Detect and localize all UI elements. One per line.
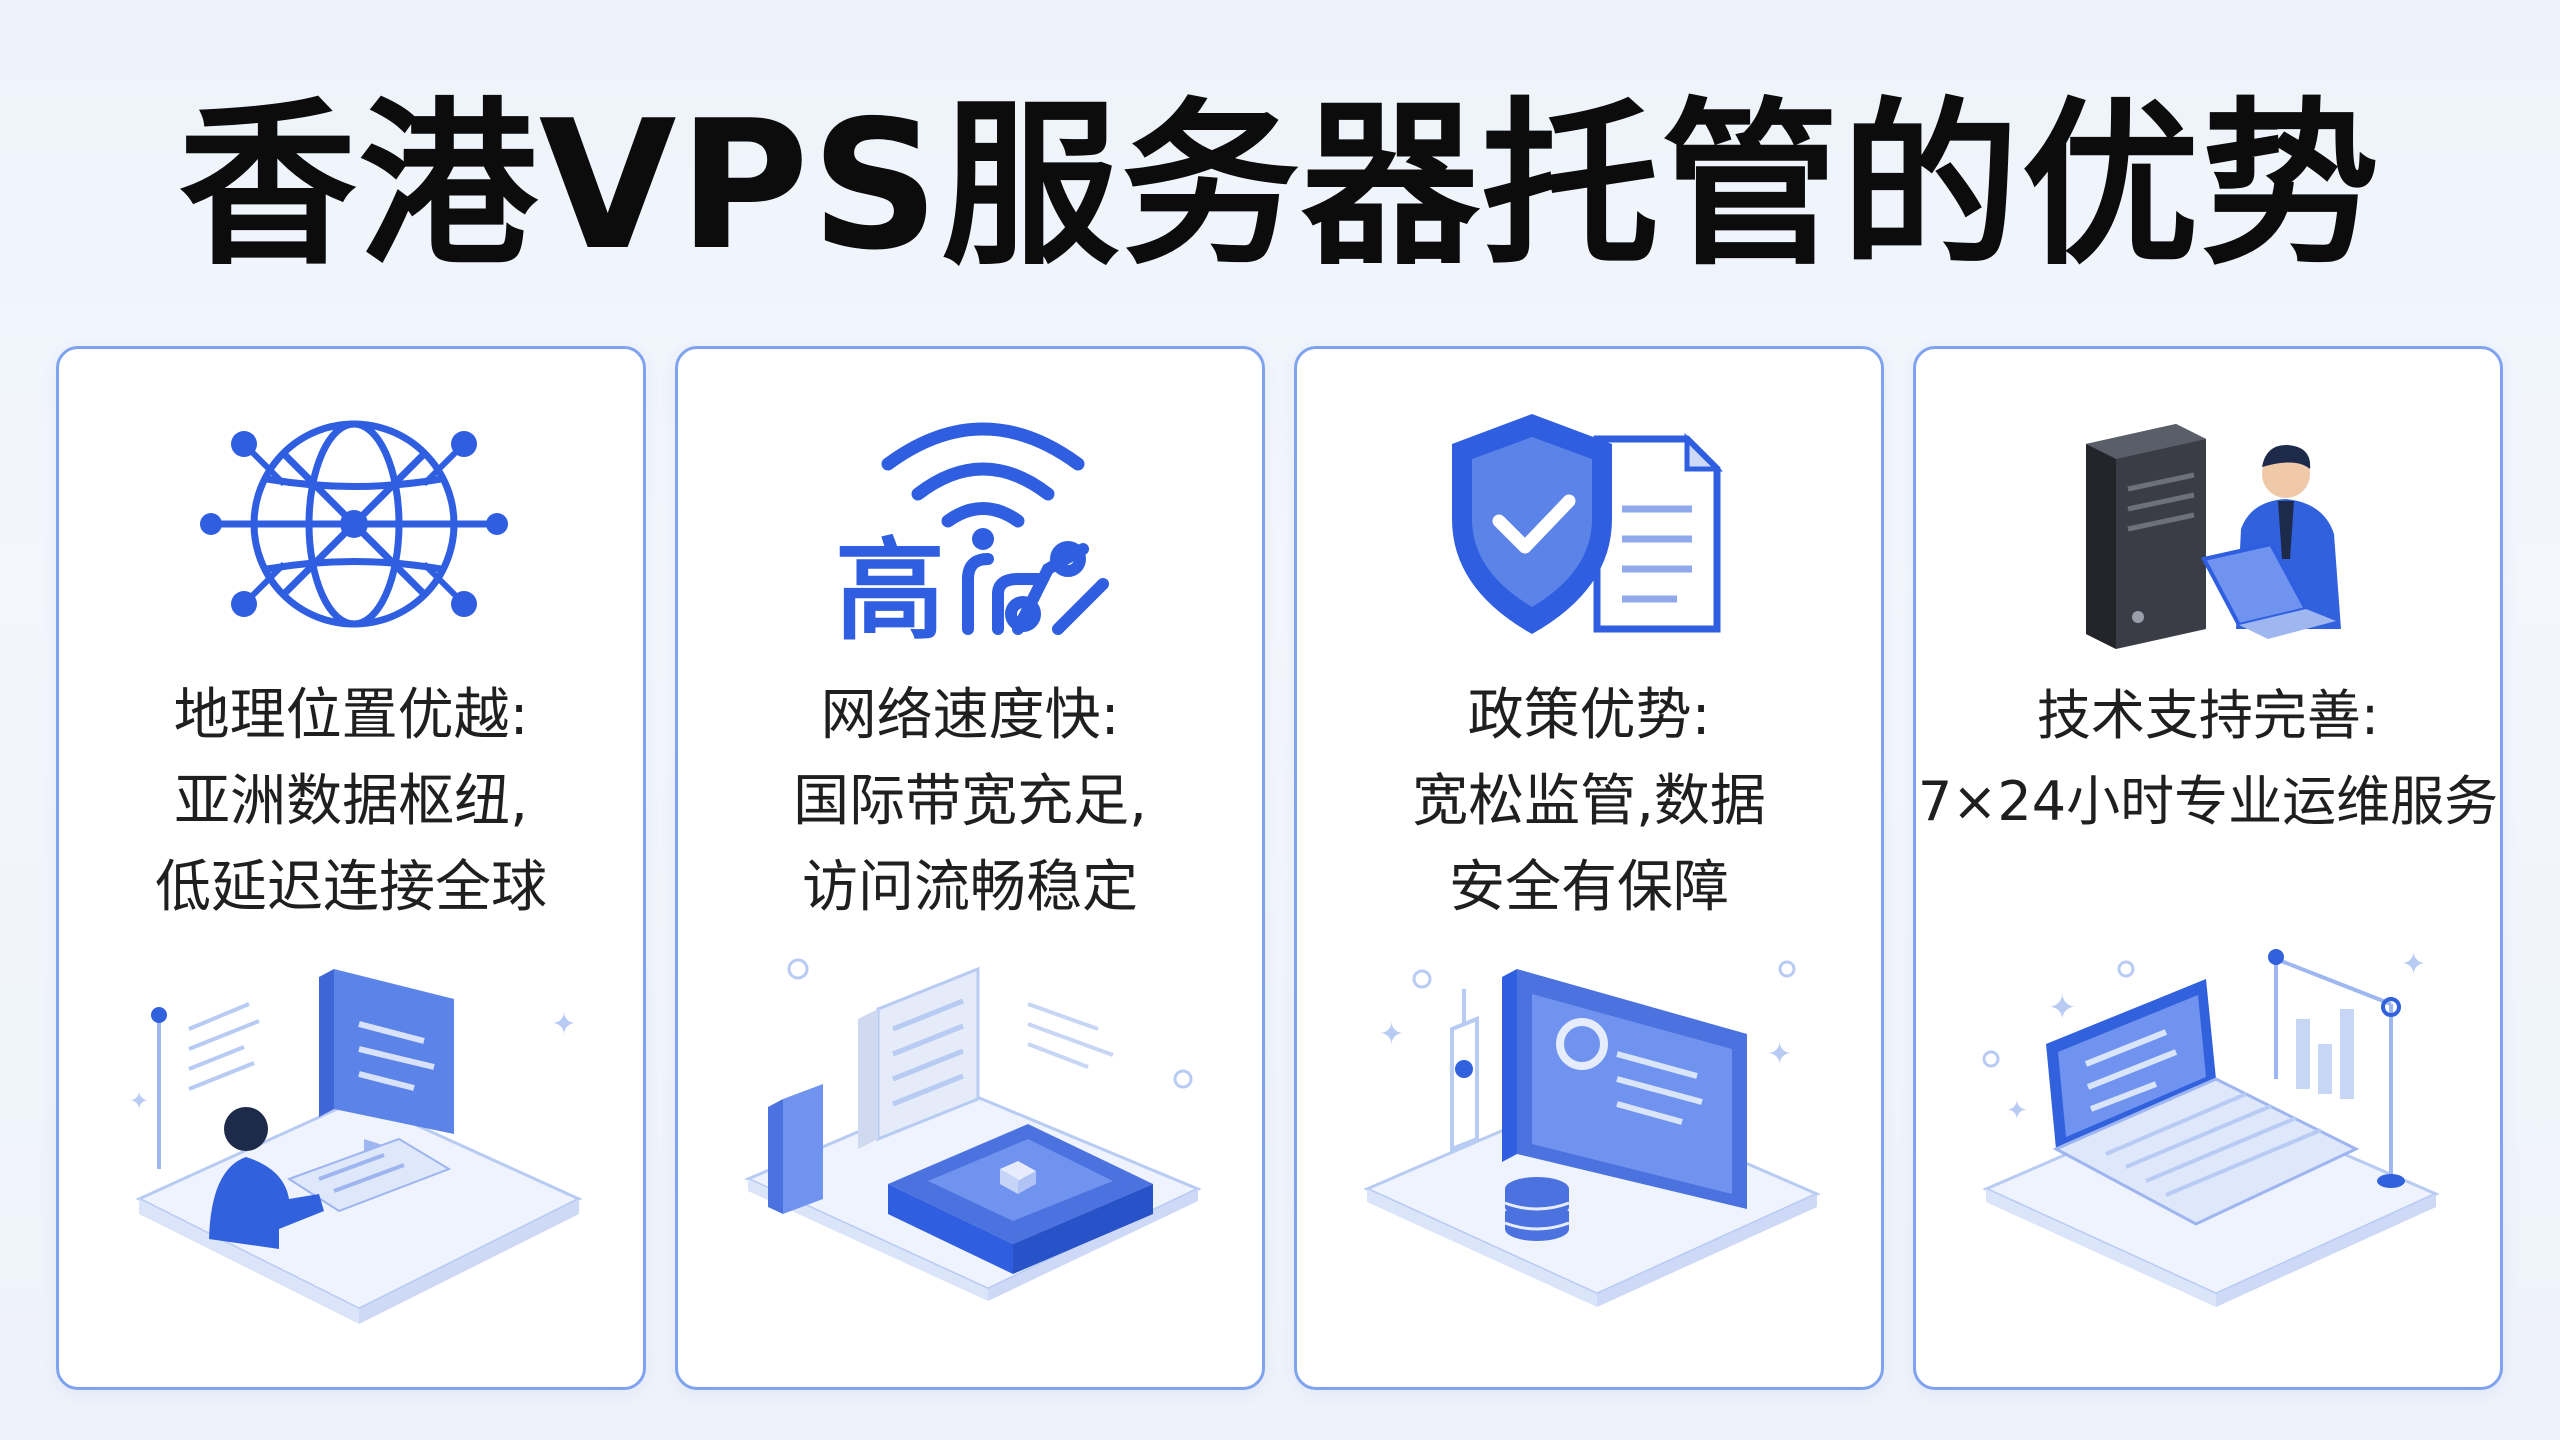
high-speed-wifi-icon: 高 bbox=[835, 422, 1109, 649]
card-text: 技术支持完善: 7×24小时专业运维服务 bbox=[1916, 673, 2500, 845]
svg-text:✦: ✦ bbox=[2048, 988, 2077, 1028]
card-heading: 地理位置优越: bbox=[173, 683, 529, 748]
svg-text:✦: ✦ bbox=[2401, 949, 2426, 982]
server-support-person-icon bbox=[2086, 424, 2341, 649]
network-platform-illustration bbox=[744, 958, 1202, 1301]
card-policy: 政策优势: 宽松监管,数据 安全有保障 bbox=[1294, 346, 1884, 1390]
page-title: 香港VPS服务器托管的优势 bbox=[178, 82, 2382, 289]
card-text: 政策优势: 宽松监管,数据 安全有保障 bbox=[1297, 673, 1881, 931]
card-geography: 地理位置优越: 亚洲数据枢纽, 低延迟连接全球 bbox=[56, 346, 646, 1390]
icon-glyph: 高 bbox=[835, 527, 945, 649]
card-support: 技术支持完善: 7×24小时专业运维服务 bbox=[1913, 346, 2503, 1390]
svg-text:✦: ✦ bbox=[1767, 1037, 1792, 1072]
advantage-cards: 地理位置优越: 亚洲数据枢纽, 低延迟连接全球 bbox=[56, 346, 2504, 1392]
card-text: 地理位置优越: 亚洲数据枢纽, 低延迟连接全球 bbox=[59, 673, 643, 931]
card-line: 亚洲数据枢纽, bbox=[174, 769, 528, 834]
card-text: 网络速度快: 国际带宽充足, 访问流畅稳定 bbox=[678, 673, 1262, 931]
secure-monitor-illustration: ✦ ✦ bbox=[1363, 960, 1821, 1307]
svg-text:✦: ✦ bbox=[551, 1007, 576, 1042]
globe-network-icon bbox=[200, 420, 508, 628]
card-network: 高 网络速度快: 国际带宽充足, 访问流畅稳定 bbox=[675, 346, 1265, 1390]
card-heading: 政策优势: bbox=[1467, 683, 1711, 748]
card-heading: 技术支持完善: bbox=[2036, 684, 2380, 747]
desktop-workstation-illustration: ✦ ✦ bbox=[129, 969, 583, 1324]
card-line: 低延迟连接全球 bbox=[155, 855, 547, 920]
card-line: 7×24小时专业运维服务 bbox=[1917, 770, 2499, 833]
svg-text:✦: ✦ bbox=[2006, 1096, 2028, 1126]
svg-text:✦: ✦ bbox=[1379, 1017, 1404, 1052]
laptop-analytics-illustration: ✦ ✦ ✦ bbox=[1982, 949, 2440, 1307]
card-line: 安全有保障 bbox=[1449, 855, 1729, 920]
card-line: 访问流畅稳定 bbox=[802, 855, 1138, 920]
card-heading: 网络速度快: bbox=[820, 683, 1120, 748]
svg-text:✦: ✦ bbox=[129, 1087, 149, 1115]
card-line: 国际带宽充足, bbox=[793, 769, 1147, 834]
shield-document-icon bbox=[1452, 414, 1724, 634]
card-line: 宽松监管,数据 bbox=[1412, 769, 1766, 834]
